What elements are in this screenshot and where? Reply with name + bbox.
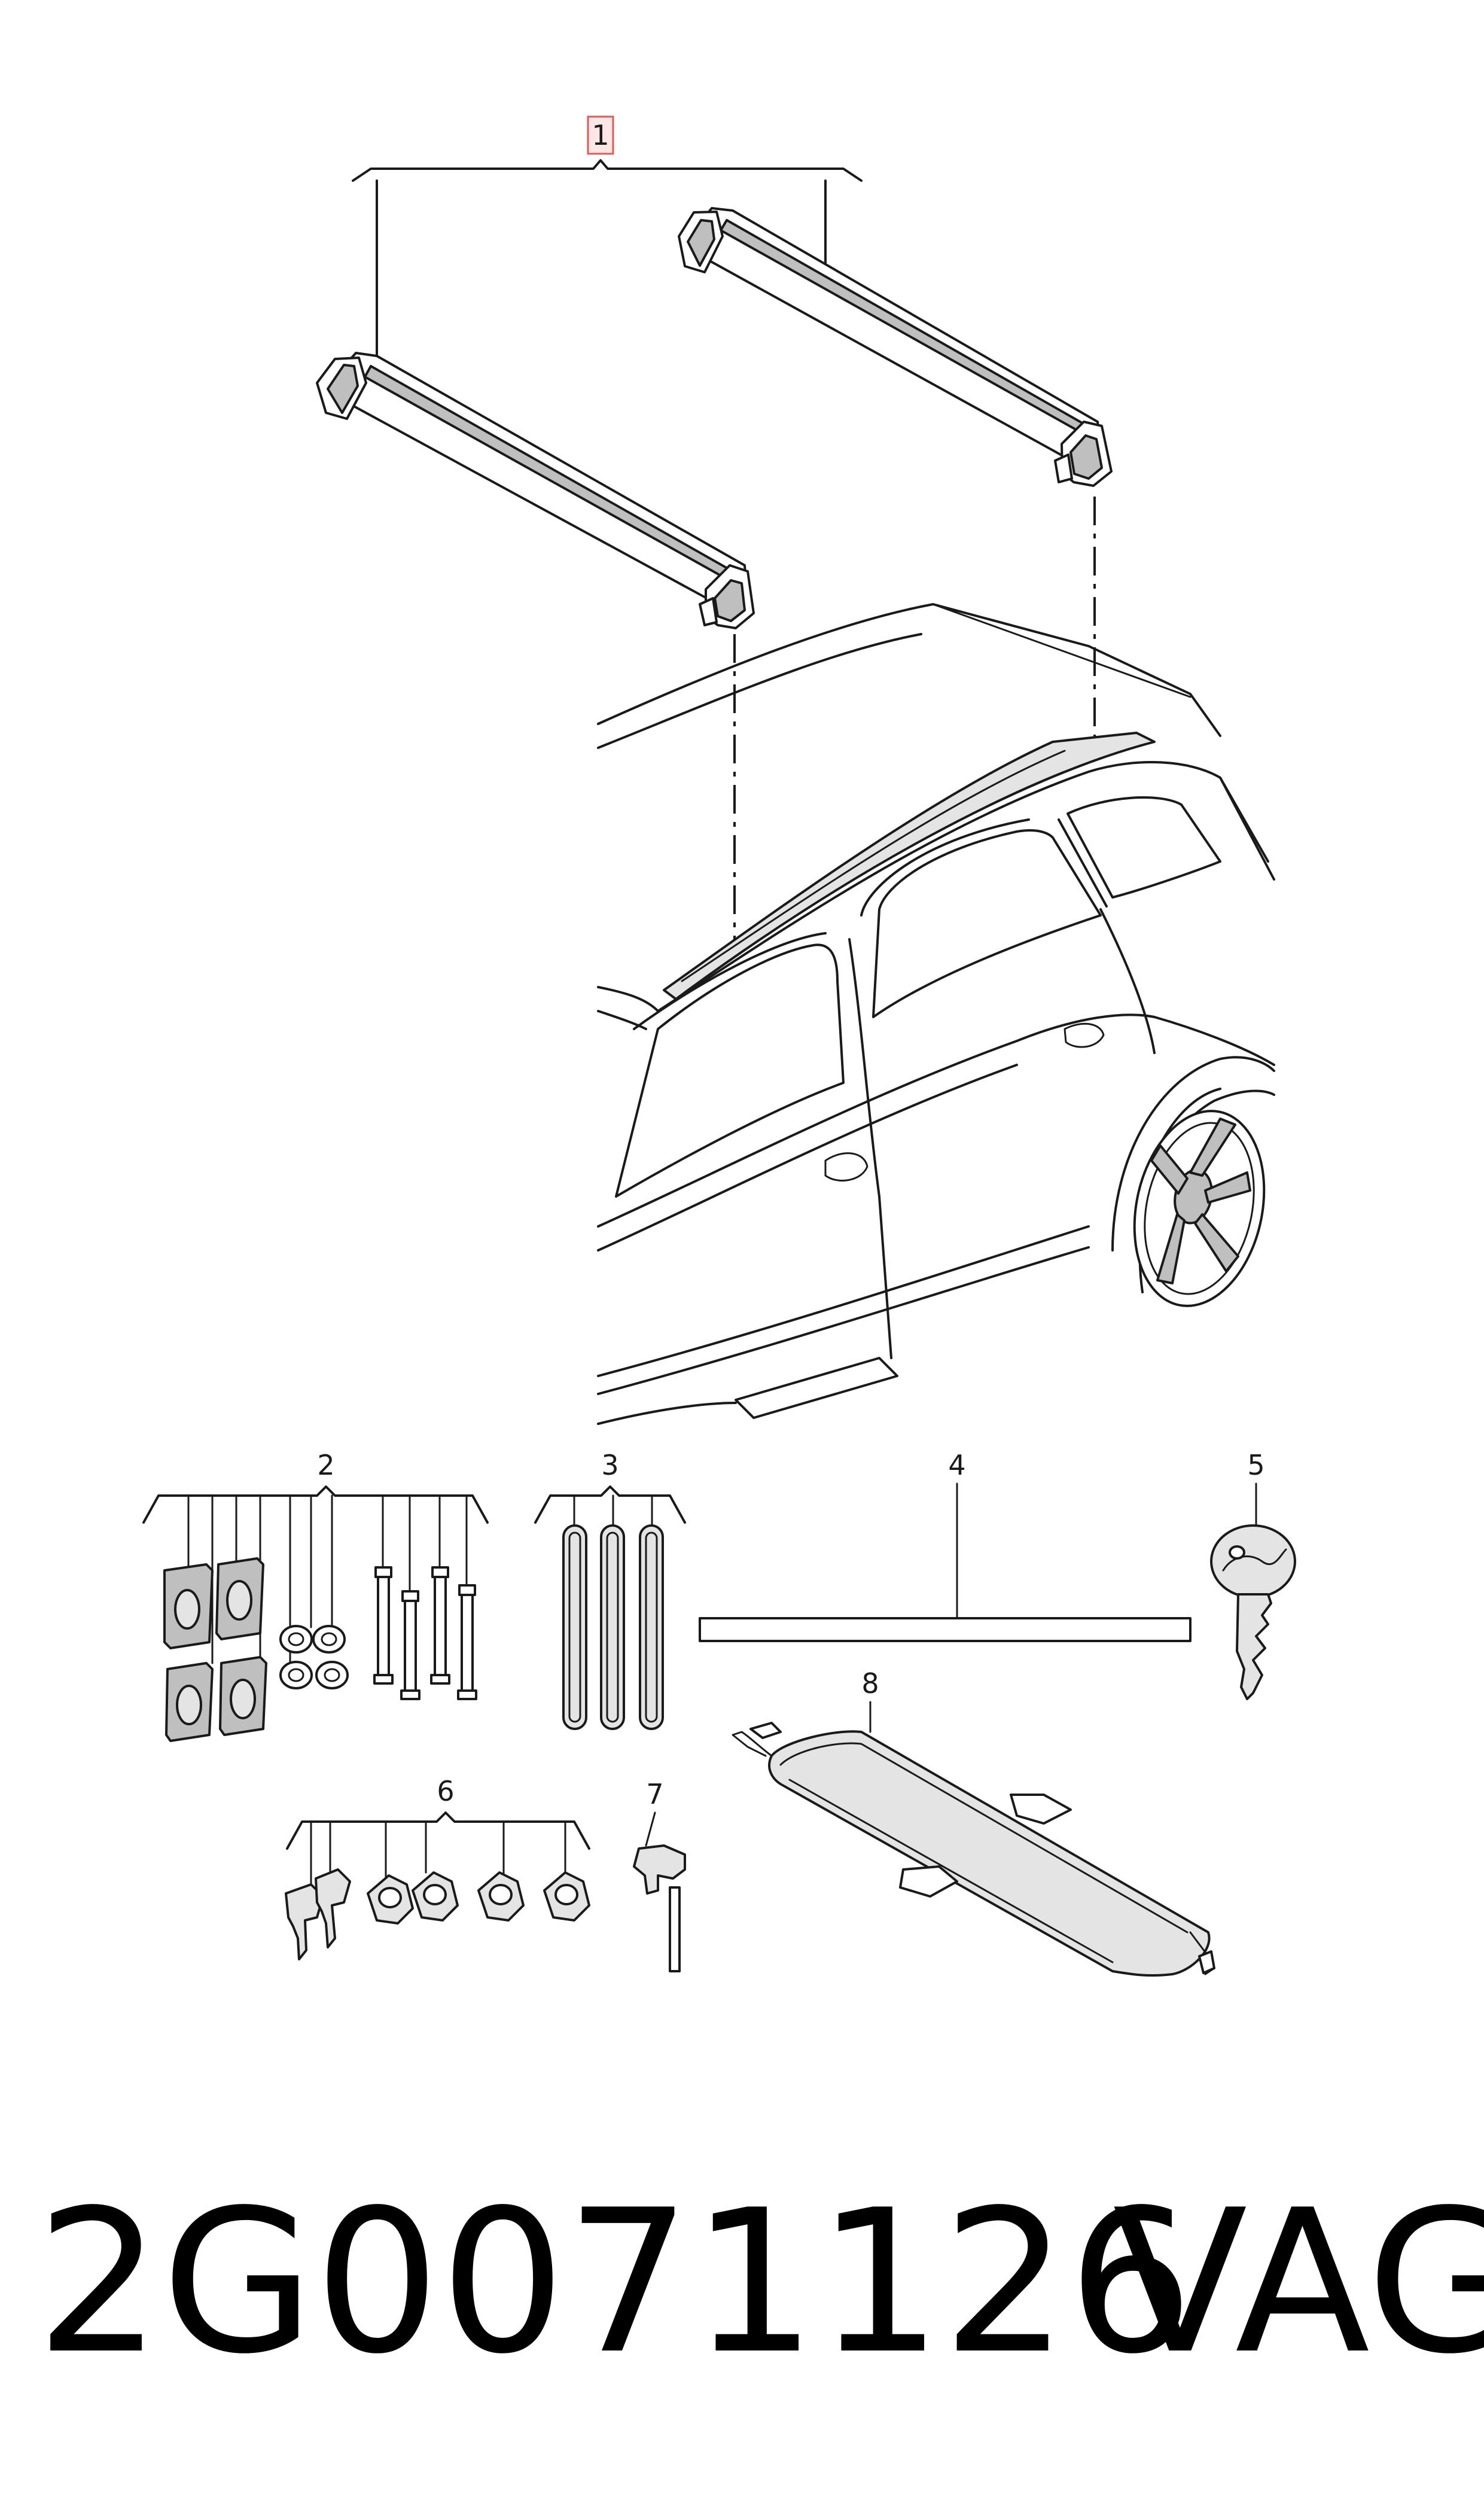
- clamp-block: [219, 1656, 267, 1736]
- callout-5-label: 5: [1247, 1449, 1264, 1481]
- callout-1-highlight: [587, 115, 614, 155]
- callout-3[interactable]: 3: [534, 1449, 686, 1527]
- washer: [279, 1625, 349, 1689]
- bracket-6: [286, 1811, 590, 1850]
- lock-cylinder-icon: [367, 1871, 590, 1925]
- bracket-3: [534, 1485, 686, 1524]
- bracket-2: [142, 1485, 489, 1524]
- t-handle-wrench-icon: [633, 1844, 686, 1972]
- callout-3-label: 3: [601, 1449, 618, 1481]
- cover-panel-icon: [732, 1722, 1215, 1977]
- callout-1[interactable]: 1: [352, 115, 863, 359]
- part-number: 2G0071126: [36, 2167, 1194, 2397]
- callout-2-label: 2: [317, 1449, 334, 1481]
- callout-4[interactable]: 4: [948, 1449, 966, 1624]
- roof-bar-icon: [316, 352, 755, 629]
- trim-strip: [699, 1617, 1192, 1642]
- bolt: [373, 1566, 477, 1700]
- roof-bar-icon: [678, 207, 1113, 487]
- car-body-icon: [597, 603, 1275, 1425]
- clamp-block: [215, 1557, 264, 1640]
- key-icon: [1210, 1524, 1296, 1700]
- callout-7-label: 7: [646, 1778, 663, 1810]
- callout-4-label: 4: [948, 1449, 965, 1481]
- key-icon: [285, 1868, 351, 1960]
- callout-7[interactable]: 7: [645, 1778, 664, 1847]
- callout-8-label: 8: [861, 1667, 879, 1700]
- bracket-1: [352, 159, 863, 182]
- brand-label: VAG: [1113, 2167, 1484, 2397]
- rubber-strip: [562, 1524, 664, 1730]
- callout-2[interactable]: 2: [142, 1449, 489, 1664]
- callout-6[interactable]: 6: [286, 1775, 590, 1886]
- callout-5[interactable]: 5: [1247, 1449, 1265, 1530]
- wheel-icon: [1133, 1089, 1275, 1307]
- callout-1-label: 1: [592, 119, 609, 151]
- clamp-block: [165, 1662, 214, 1742]
- callout-6-label: 6: [437, 1775, 454, 1807]
- callout-8[interactable]: 8: [861, 1667, 879, 1733]
- clamp-block: [163, 1563, 214, 1649]
